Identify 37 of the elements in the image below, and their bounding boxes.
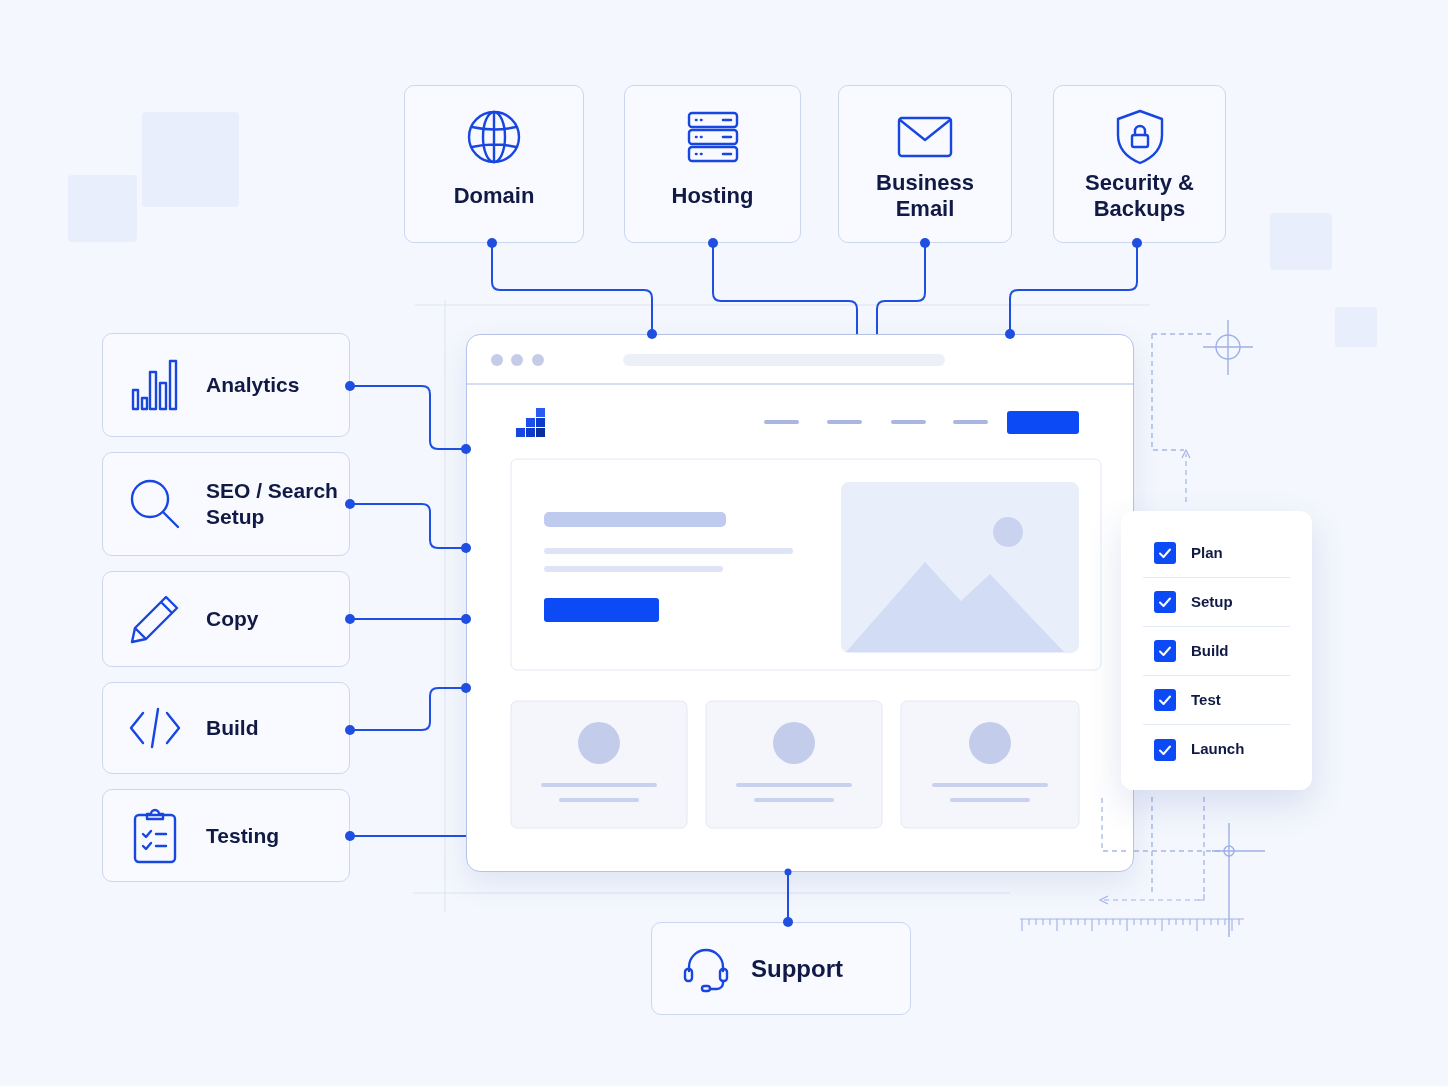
service-card (102, 789, 350, 882)
connector-line (708, 238, 858, 335)
node-label: Security & Backups (1084, 170, 1195, 222)
node-label: Support (751, 954, 843, 983)
service-card (404, 85, 584, 243)
connector-line (345, 683, 471, 735)
service-card (102, 333, 350, 437)
node-label: SEO / Search Setup (206, 478, 339, 530)
node-label: Domain (453, 183, 535, 209)
service-card (838, 85, 1012, 243)
connector-line (487, 238, 657, 339)
node-label: Testing (206, 822, 280, 849)
connector-line (876, 238, 930, 335)
node-label: Business Email (875, 170, 975, 222)
browser-window (466, 334, 1134, 872)
checklist-item-label: Build (1191, 640, 1229, 661)
connector-line (345, 499, 471, 553)
checklist-item-label: Test (1191, 689, 1221, 710)
connector-line (345, 614, 471, 624)
node-label: Build (206, 715, 259, 741)
checklist-item-label: Setup (1191, 591, 1233, 612)
service-card (102, 452, 350, 556)
checklist-item-label: Plan (1191, 542, 1223, 563)
connector-line (1005, 238, 1142, 339)
service-card (102, 682, 350, 774)
node-label: Hosting (671, 183, 754, 209)
node-label: Analytics (206, 372, 300, 398)
connector-line (345, 381, 471, 454)
checklist-item-label: Launch (1191, 739, 1245, 760)
service-card (1053, 85, 1226, 243)
service-card (102, 571, 350, 667)
node-label: Copy (206, 606, 259, 632)
checklist-card (1121, 511, 1312, 790)
connector-line (345, 831, 467, 841)
service-card (651, 922, 911, 1015)
connector-line (783, 868, 793, 927)
service-card (624, 85, 801, 243)
